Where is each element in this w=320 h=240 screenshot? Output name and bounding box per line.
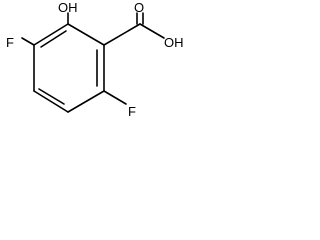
ring-bond-c5-c6 <box>33 23 69 46</box>
atom-label-fluorine-left: F <box>6 35 14 50</box>
atom-label-carbonyl-oxygen: O <box>134 0 144 15</box>
ring-bond-c2-c3 <box>67 90 105 113</box>
chemical-structure-diagram: OH F F O OH <box>6 0 184 119</box>
benzene-ring <box>33 23 105 113</box>
bond-to-fluorine-bottom <box>103 90 127 105</box>
bond-to-carboxyl-carbon <box>103 23 141 46</box>
ring-double-bond-inner-2 <box>38 88 65 105</box>
atom-label-fluorine-bottom: F <box>128 104 136 119</box>
bond-to-acid-hydroxyl <box>139 23 165 39</box>
atom-label-acid-hydroxyl: OH <box>164 35 184 50</box>
bond-to-fluorine-left <box>21 37 35 46</box>
atom-label-hydroxyl: OH <box>58 0 78 15</box>
ring-bond-c6-c1 <box>67 23 105 46</box>
ring-double-bond-inner-3 <box>40 30 67 48</box>
ring-bond-c3-c4 <box>33 90 69 113</box>
